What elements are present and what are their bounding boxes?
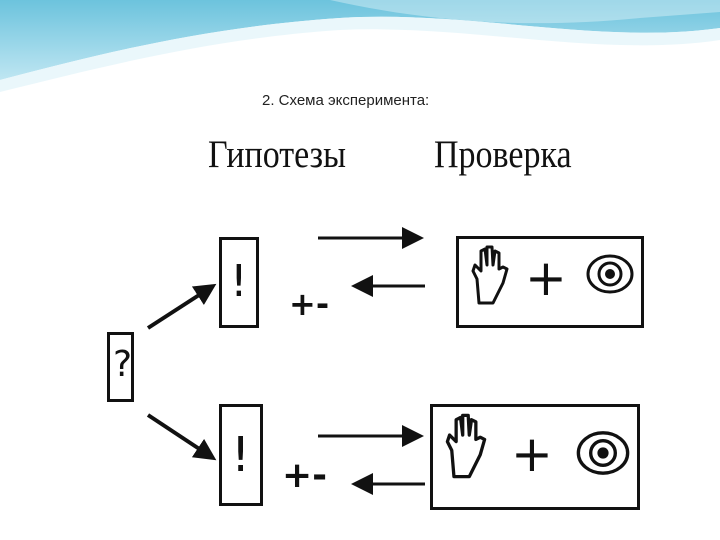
question-mark: ? bbox=[113, 344, 133, 385]
verification-header: Проверка bbox=[434, 133, 572, 177]
lower-hypothesis-box: ! bbox=[219, 404, 263, 506]
hand-icon bbox=[471, 245, 509, 305]
upper-result-sign: +- bbox=[289, 285, 330, 323]
exclamation-mark: ! bbox=[230, 256, 248, 307]
arrow-to-upper-hypothesis bbox=[146, 283, 217, 330]
plus-sign: + bbox=[511, 425, 553, 483]
decorative-wave-banner bbox=[0, 0, 720, 92]
eye-icon bbox=[586, 254, 634, 294]
hand-icon bbox=[445, 413, 487, 479]
lower-verification-box: + bbox=[430, 404, 640, 510]
upper-hypothesis-box: ! bbox=[219, 237, 259, 328]
upper-verification-box: + bbox=[456, 236, 644, 328]
plus-sign: + bbox=[525, 249, 567, 307]
slide-title: 2. Схема эксперимента: bbox=[262, 92, 430, 109]
eye-icon bbox=[576, 431, 630, 475]
hypotheses-header: Гипотезы bbox=[208, 133, 346, 177]
arrow-to-lower-hypothesis bbox=[146, 413, 217, 461]
lower-result-sign: +- bbox=[282, 455, 328, 496]
question-box: ? bbox=[107, 332, 134, 402]
exclamation-mark: ! bbox=[231, 427, 251, 483]
